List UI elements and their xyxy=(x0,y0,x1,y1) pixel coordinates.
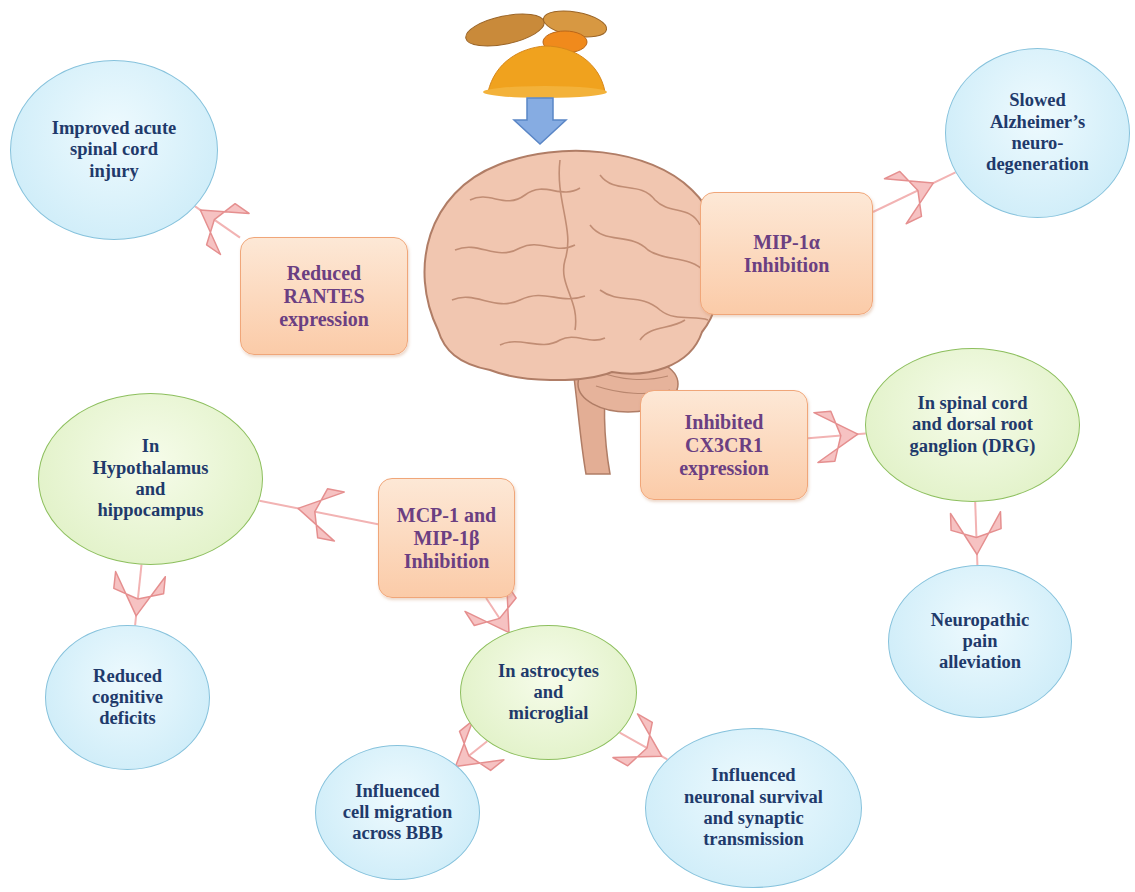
chevron-head xyxy=(114,572,166,616)
node-label: Neuropathic pain alleviation xyxy=(921,610,1039,674)
outcome-ellipse: Influenced cell migration across BBB xyxy=(315,745,480,880)
text-block: MCP-1 and MIP-1β Inhibition xyxy=(391,504,503,573)
location-ellipse: In Hypothalamus and hippocampus xyxy=(38,393,263,565)
text-block: Neuropathic pain alleviation xyxy=(921,610,1039,674)
location-ellipse: In spinal cord and dorsal root ganglion … xyxy=(865,348,1080,502)
chevron-connector xyxy=(808,411,866,462)
process-box: Reduced RANTES expression xyxy=(240,237,408,355)
chevron-connector xyxy=(114,565,166,626)
node-label: Reduced RANTES expression xyxy=(265,262,383,331)
text-block: Inhibited CX3CR1 expression xyxy=(665,411,783,480)
node-label: In spinal cord and dorsal root ganglion … xyxy=(908,393,1038,457)
outcome-ellipse: Slowed Alzheimer’s neuro- degeneration xyxy=(945,48,1130,218)
node-label: Slowed Alzheimer’s neuro- degeneration xyxy=(975,90,1100,175)
text-block: Reduced RANTES expression xyxy=(265,262,383,331)
outcome-ellipse: Influenced neuronal survival and synapti… xyxy=(645,728,862,888)
outcome-ellipse: Reduced cognitive deficits xyxy=(45,625,210,770)
node-label: In Hypothalamus and hippocampus xyxy=(85,436,217,521)
chevron-connector xyxy=(259,489,378,541)
text-block: In spinal cord and dorsal root ganglion … xyxy=(908,393,1038,457)
node-label: Influenced neuronal survival and synapti… xyxy=(678,765,830,850)
text-block: In astrocytes and microglial xyxy=(495,661,603,725)
text-block: In Hypothalamus and hippocampus xyxy=(85,436,217,521)
node-label: Improved acute spinal cord injury xyxy=(52,118,177,182)
outcome-ellipse: Neuropathic pain alleviation xyxy=(888,565,1072,718)
process-box: MCP-1 and MIP-1β Inhibition xyxy=(378,478,515,598)
chevron-connector xyxy=(873,171,956,223)
location-ellipse: In astrocytes and microglial xyxy=(460,625,637,760)
node-label: MIP-1α Inhibition xyxy=(728,231,846,277)
chevron-connector xyxy=(951,502,1002,565)
text-block: Influenced cell migration across BBB xyxy=(343,781,453,845)
node-label: MCP-1 and MIP-1β Inhibition xyxy=(391,504,503,573)
node-label: Inhibited CX3CR1 expression xyxy=(665,411,783,480)
down-arrow xyxy=(514,98,566,144)
chevron-head xyxy=(298,489,344,541)
chevron-head xyxy=(814,411,858,462)
node-label: Reduced cognitive deficits xyxy=(78,666,178,730)
outcome-ellipse: Improved acute spinal cord injury xyxy=(10,60,218,240)
turmeric-illustration xyxy=(463,7,609,98)
text-block: Reduced cognitive deficits xyxy=(78,666,178,730)
chevron-head xyxy=(885,171,934,223)
chevron-head xyxy=(951,512,1002,555)
text-block: Slowed Alzheimer’s neuro- degeneration xyxy=(975,90,1100,175)
node-label: In astrocytes and microglial xyxy=(495,661,603,725)
node-label: Influenced cell migration across BBB xyxy=(343,781,453,845)
text-block: Influenced neuronal survival and synapti… xyxy=(678,765,830,850)
text-block: MIP-1α Inhibition xyxy=(728,231,846,277)
text-block: Improved acute spinal cord injury xyxy=(52,118,177,182)
process-box: MIP-1α Inhibition xyxy=(700,192,873,315)
process-box: Inhibited CX3CR1 expression xyxy=(640,390,808,500)
